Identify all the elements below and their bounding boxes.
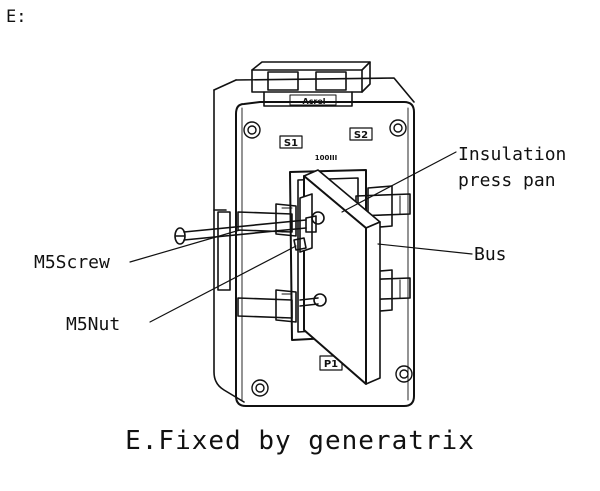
bus-callout: Bus	[474, 244, 507, 265]
m5-screw	[174, 211, 327, 307]
housing-side	[213, 79, 245, 403]
m5-screw-callout: M5Screw	[34, 252, 110, 273]
lower-left-bracket	[237, 289, 297, 323]
upper-left-bracket	[237, 203, 297, 237]
figure-caption: E.Fixed by generatrix	[125, 426, 475, 456]
housing-front	[235, 101, 415, 407]
corner-holes	[243, 119, 413, 397]
terminal-p1: P1	[324, 359, 338, 370]
section-label: E:	[6, 7, 27, 27]
bus-bar	[303, 169, 381, 385]
insulation-callout-line2: press pan	[458, 170, 556, 191]
terminal-s1: S1	[284, 138, 298, 149]
terminal-block: Acrel	[251, 61, 371, 107]
m5-nut-callout: M5Nut	[66, 314, 121, 335]
brand-mark: Acrel	[302, 97, 325, 106]
leader-lines	[129, 151, 473, 323]
terminal-s2: S2	[354, 130, 368, 141]
insulation-callout-line1: Insulation	[458, 144, 567, 165]
insulation-press-pan-callout: Insulation press pan	[458, 142, 566, 194]
rating-mark: 100III	[315, 154, 337, 162]
